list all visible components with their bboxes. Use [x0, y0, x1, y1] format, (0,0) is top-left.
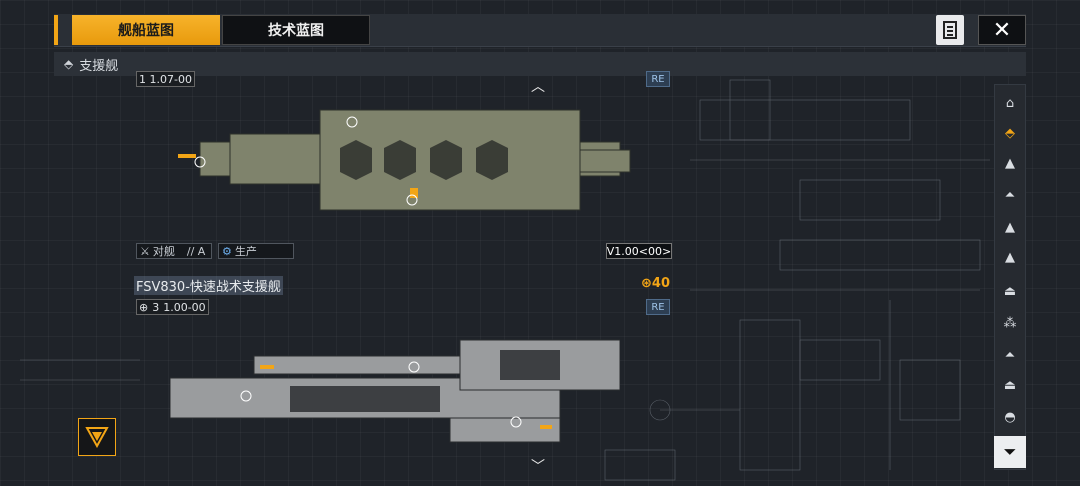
- level-text: 1.00-00: [163, 300, 206, 314]
- support-ship-icon: ⬘: [64, 57, 74, 71]
- destroyer-icon[interactable]: ⏶: [1004, 187, 1016, 203]
- tab-ship-blueprint[interactable]: 舰船蓝图: [72, 15, 220, 45]
- tag-attack: ⚔ 对舰 // A: [136, 243, 212, 259]
- ship-cost: ⊛40: [641, 276, 670, 291]
- dreadnought-icon[interactable]: ⏏: [1003, 377, 1017, 393]
- faction-emblem-icon: [85, 427, 109, 448]
- carrier-icon[interactable]: ⏏: [1003, 283, 1017, 299]
- tag-function: ⚙ 生产: [218, 243, 294, 259]
- level-icon: ⊕: [139, 300, 149, 314]
- ship-bottom-image[interactable]: [170, 330, 620, 450]
- ship-title[interactable]: FSV830-快速战术支援舰: [134, 276, 283, 295]
- version-label: V1.00<00>: [606, 243, 672, 259]
- filter-button[interactable]: ⏷: [994, 436, 1026, 468]
- close-icon: ✕: [992, 17, 1012, 43]
- scroll-down-chevron-icon[interactable]: ﹀: [531, 459, 545, 475]
- support-icon[interactable]: ⬘: [1005, 125, 1015, 141]
- production-icon: ⚙: [222, 244, 232, 258]
- ship-bottom-level: ⊕ 3 1.00-00: [136, 299, 209, 315]
- faction-button[interactable]: [78, 418, 116, 456]
- capital-icon[interactable]: ⏶: [1004, 347, 1016, 363]
- battlecruiser-icon[interactable]: ▲: [1005, 249, 1015, 265]
- ship-top-image[interactable]: [170, 100, 640, 220]
- ship-type-rail: ⌂ ⬘ ▲ ⏶ ▲ ▲ ⏏ ⁂ ⏶ ⏏ ◓: [994, 84, 1026, 470]
- category-label: 支援舰: [79, 58, 119, 74]
- tab-tech-blueprint[interactable]: 技术蓝图: [222, 15, 370, 45]
- tab-accent-bar: [54, 15, 58, 45]
- auxiliary-icon[interactable]: ⁂: [1003, 315, 1017, 331]
- corvette-icon[interactable]: ◓: [1004, 409, 1016, 425]
- cruiser-icon[interactable]: ▲: [1005, 219, 1015, 235]
- target-icon: ⚔: [140, 244, 150, 258]
- ship-bottom-re-badge: RE: [646, 299, 670, 315]
- close-button[interactable]: ✕: [978, 15, 1026, 45]
- ship-top-re-badge: RE: [646, 71, 670, 87]
- category-bar: ⬘ 支援舰: [54, 52, 1026, 76]
- document-button[interactable]: [936, 15, 964, 45]
- filter-icon: ⏷: [1003, 442, 1017, 461]
- ship-top-level-text: 1 1.07-00: [139, 72, 192, 86]
- cost-icon: ⊛: [641, 276, 652, 291]
- tag-attack-label: 对舰: [152, 245, 175, 258]
- cost-value: 40: [651, 276, 670, 291]
- tag-function-label: 生产: [234, 245, 257, 258]
- hangar-icon[interactable]: ⌂: [1005, 95, 1015, 111]
- ship-top-level: 1 1.07-00: [136, 71, 195, 87]
- frigate-icon[interactable]: ▲: [1005, 155, 1015, 171]
- tag-class-label: // A: [186, 244, 206, 258]
- level-num: 3: [152, 300, 160, 314]
- document-icon: [943, 21, 957, 39]
- scroll-up-chevron-icon[interactable]: ︿: [531, 79, 545, 95]
